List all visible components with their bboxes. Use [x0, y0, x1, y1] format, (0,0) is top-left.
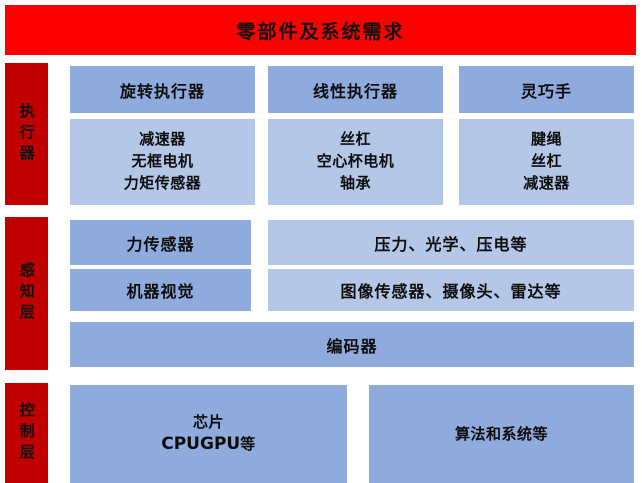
control-chip-suffix: 等 — [240, 434, 256, 453]
actuator-col2-header: 线性执行器 — [268, 66, 443, 113]
perception-row1-name: 力传感器 — [70, 220, 251, 265]
actuator-col3-header: 灵巧手 — [459, 66, 634, 113]
actuator-col2-item-3: 轴承 — [339, 173, 371, 192]
control-algorithm-box: 算法和系统等 — [369, 385, 634, 483]
layer-label-actuator-text: 执行器 — [17, 102, 36, 166]
perception-encoder-bar: 编码器 — [70, 322, 634, 367]
perception-row2-detail: 图像传感器、摄像头、雷达等 — [268, 269, 634, 311]
layer-label-control-text: 控制层 — [17, 401, 36, 465]
layer-label-perception: 感知层 — [5, 217, 48, 370]
control-chip-cpugpu: CPUGPU — [161, 433, 241, 454]
control-chip-line2: CPUGPU等 — [161, 433, 255, 457]
actuator-col1-item-2: 无框电机 — [131, 152, 194, 171]
actuator-col3-item-2: 丝杠 — [530, 152, 562, 171]
layer-label-perception-text: 感知层 — [17, 262, 36, 325]
actuator-col3-items: 腱绳 丝杠 减速器 — [459, 119, 634, 205]
actuator-col3-item-1: 腱绳 — [530, 130, 562, 149]
layer-label-control: 控制层 — [5, 383, 48, 483]
actuator-col1-item-3: 力矩传感器 — [123, 173, 202, 192]
layer-label-actuator: 执行器 — [5, 63, 48, 205]
actuator-col1-header: 旋转执行器 — [70, 66, 255, 113]
actuator-col1-items: 减速器 无框电机 力矩传感器 — [70, 119, 255, 205]
control-chip-line1: 芯片 — [192, 412, 224, 431]
actuator-col2-items: 丝杠 空心杯电机 轴承 — [268, 119, 443, 205]
actuator-col3-item-3: 减速器 — [523, 173, 570, 192]
actuator-col2-item-1: 丝杠 — [339, 130, 371, 149]
perception-row1-detail: 压力、光学、压电等 — [268, 220, 634, 265]
actuator-col1-item-1: 减速器 — [139, 130, 186, 149]
control-chip-box: 芯片 CPUGPU等 — [70, 385, 347, 483]
actuator-col2-item-2: 空心杯电机 — [316, 152, 395, 171]
perception-row2-name: 机器视觉 — [70, 269, 251, 311]
diagram-title-banner: 零部件及系统需求 — [5, 5, 636, 55]
